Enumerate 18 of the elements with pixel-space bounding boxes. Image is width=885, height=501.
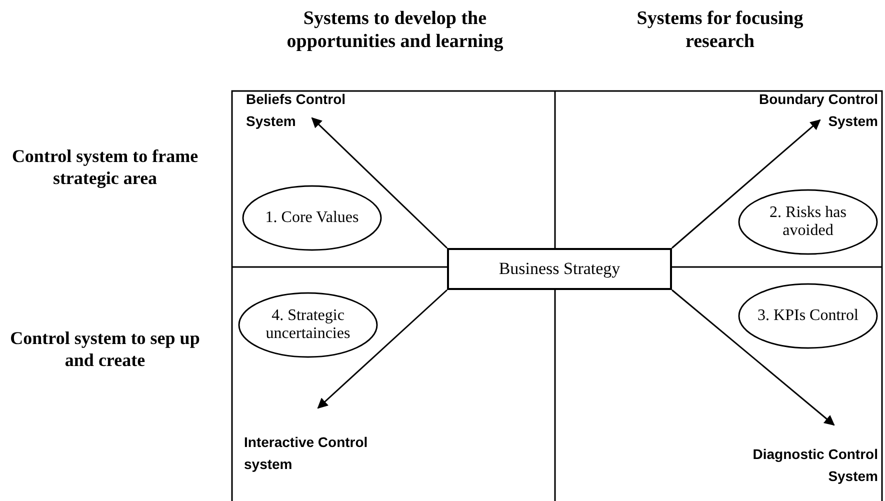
- ellipse-text: 3. KPIs Control: [758, 306, 858, 326]
- ellipse-text: Business Strategy: [498, 259, 620, 279]
- axis-heading: Control system to frame strategic area: [10, 146, 200, 190]
- system-label: Beliefs Control System: [246, 90, 347, 131]
- arrow: [317, 289, 448, 409]
- axis-heading: Control system to sep up and create: [10, 328, 200, 372]
- arrow: [672, 289, 835, 426]
- axis-heading: Systems to develop the opportunities and learning: [286, 8, 504, 54]
- system-label: Boundary Control System: [758, 90, 878, 131]
- ellipse-text: 4. Strategic uncertaincies: [264, 306, 352, 344]
- system-label: Interactive Control system: [244, 432, 369, 474]
- ellipse-text: 2. Risks has avoided: [768, 204, 848, 240]
- system-label: Diagnostic Control System: [752, 444, 878, 486]
- arrow: [311, 117, 448, 249]
- axis-heading: Systems for focusing research: [636, 8, 804, 54]
- arrow: [672, 119, 821, 249]
- strategy-box: [447, 248, 672, 290]
- ellipse-text: 1. Core Values: [265, 208, 359, 228]
